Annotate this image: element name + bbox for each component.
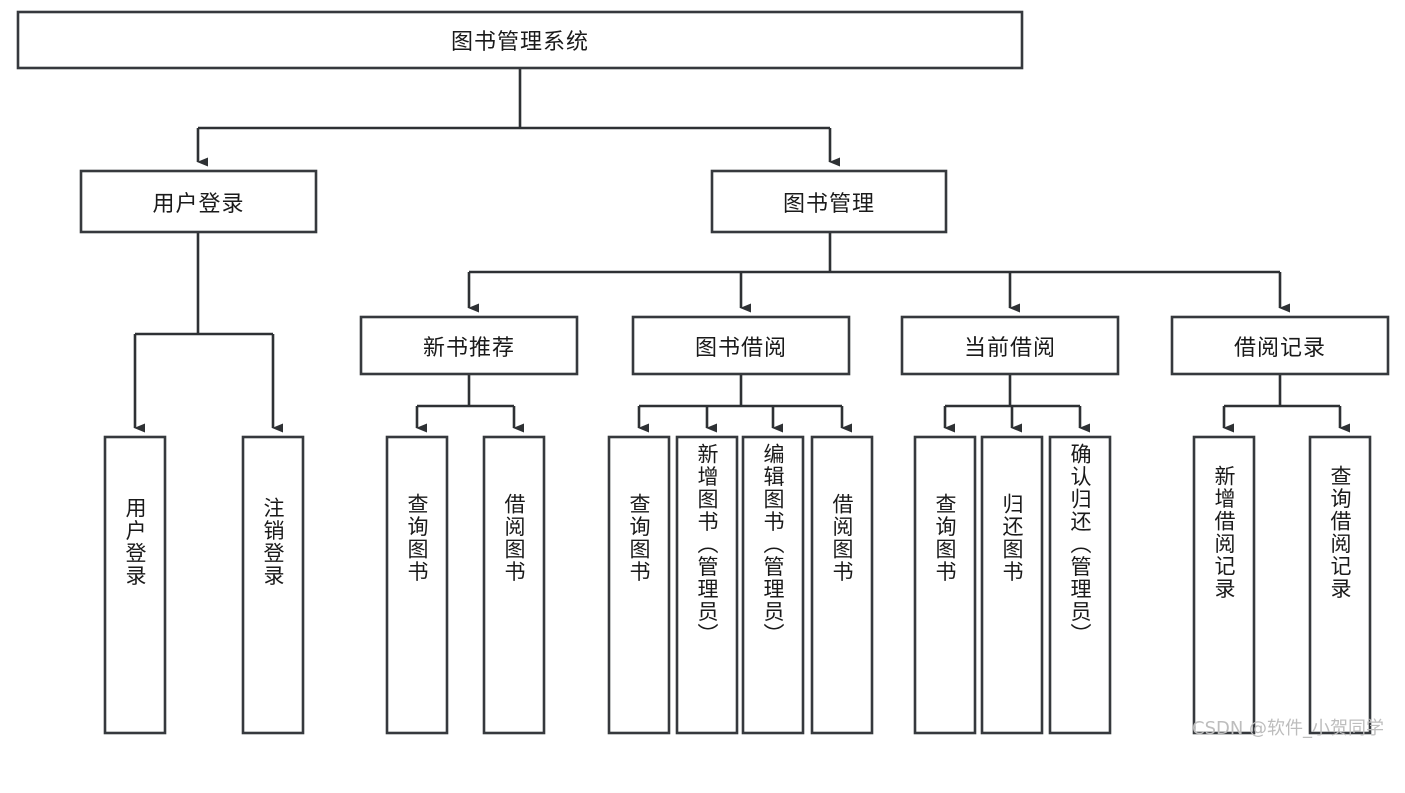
connector-group-borrow-record <box>1222 374 1350 433</box>
leaf-box-query-book-cur[interactable] <box>913 435 977 735</box>
leaf-box-add-book[interactable] <box>675 435 739 735</box>
leaf-box-user-login[interactable] <box>103 435 167 735</box>
node-box-new-book-rec[interactable] <box>359 315 579 376</box>
leaf-box-add-record[interactable] <box>1192 435 1256 735</box>
leaf-box-borrow-book-bor[interactable] <box>810 435 874 735</box>
node-box-book-borrow[interactable] <box>631 315 851 376</box>
node-box-book-manage[interactable] <box>710 169 948 234</box>
connector-group-book-manage <box>467 232 1290 313</box>
leaf-box-confirm-return[interactable] <box>1048 435 1112 735</box>
connector-group-current-borrow <box>943 374 1090 433</box>
leaf-box-return-book[interactable] <box>980 435 1044 735</box>
leaf-box-query-book-rec[interactable] <box>385 435 449 735</box>
connector-group-root <box>196 68 840 167</box>
leaf-box-borrow-book-rec[interactable] <box>482 435 546 735</box>
leaf-box-edit-book[interactable] <box>741 435 805 735</box>
leaf-box-logout[interactable] <box>241 435 305 735</box>
node-box-user-login[interactable] <box>79 169 318 234</box>
leaf-box-query-book-bor[interactable] <box>607 435 671 735</box>
hierarchy-diagram-canvas <box>16 10 1390 735</box>
node-box-root[interactable] <box>16 10 1024 70</box>
node-box-borrow-record[interactable] <box>1170 315 1390 376</box>
connector-group-new-book-rec <box>415 374 524 433</box>
leaf-box-query-record[interactable] <box>1308 435 1372 735</box>
connector-group-user-login <box>133 232 283 433</box>
diagram-root: 图书管理系统 用户登录 图书管理 新书推荐 图书借阅 当前借阅 借阅记录 用户登… <box>16 10 1390 739</box>
connector-group-book-borrow <box>637 374 852 433</box>
node-box-current-borrow[interactable] <box>900 315 1120 376</box>
